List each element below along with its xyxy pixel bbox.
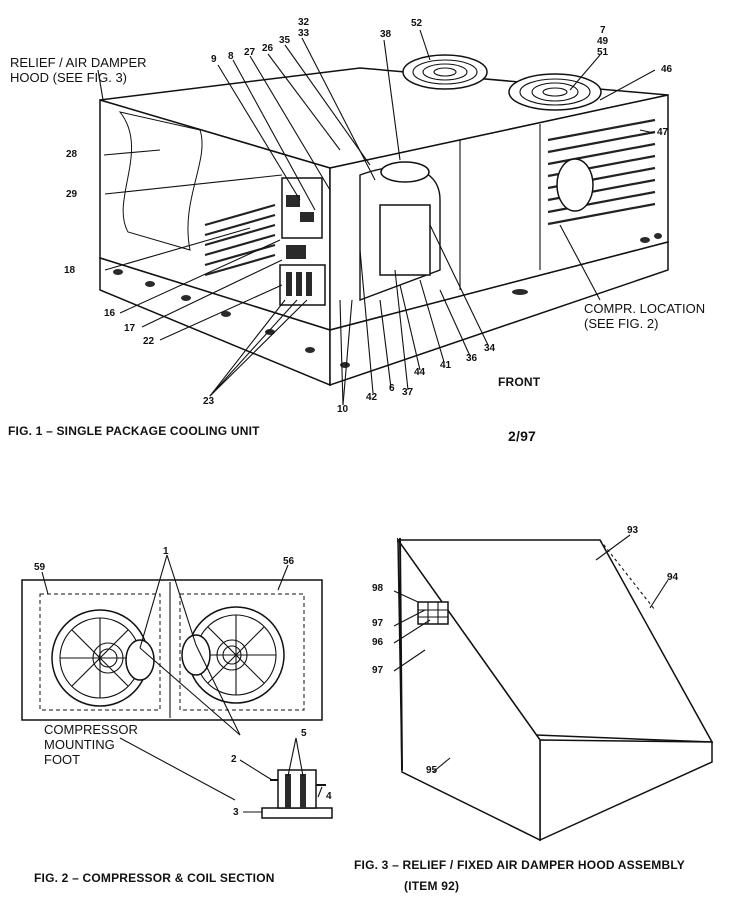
fig3-caption-line2: (ITEM 92) xyxy=(404,879,460,893)
callout-36: 36 xyxy=(466,353,478,364)
callout-49: 49 xyxy=(597,36,609,47)
relief-hood-note-line2: HOOD (SEE FIG. 3) xyxy=(10,70,128,85)
revision-date: 2/97 xyxy=(508,428,537,444)
callout-33: 33 xyxy=(298,28,310,39)
front-label: FRONT xyxy=(498,375,541,389)
callout-4: 4 xyxy=(326,791,332,802)
callout-29: 29 xyxy=(66,189,78,200)
callout-7: 7 xyxy=(600,25,606,36)
hood-front-lip xyxy=(539,739,713,842)
fig2-leader-lines xyxy=(41,554,323,813)
damper-blades xyxy=(417,601,449,625)
callout-93: 93 xyxy=(627,525,639,536)
callout-27: 27 xyxy=(244,47,256,58)
callout-3: 3 xyxy=(233,807,239,818)
callout-8: 8 xyxy=(228,51,234,62)
callout-59: 59 xyxy=(34,562,46,573)
callout-2: 2 xyxy=(231,754,237,765)
compressor-mounting-foot xyxy=(261,769,333,819)
fig1-leader-lines xyxy=(97,29,656,406)
callout-22: 22 xyxy=(143,336,155,347)
callout-26: 26 xyxy=(262,43,274,54)
callout-18: 18 xyxy=(64,265,76,276)
callout-35: 35 xyxy=(279,35,291,46)
callout-44: 44 xyxy=(414,367,426,378)
fig2-drawing xyxy=(21,554,333,819)
mounting-foot-line1: COMPRESSOR xyxy=(44,722,138,737)
unit-base-front xyxy=(329,241,669,387)
callout-94: 94 xyxy=(667,572,679,583)
callout-37: 37 xyxy=(402,387,414,398)
fig2-caption: FIG. 2 – COMPRESSOR & COIL SECTION xyxy=(34,871,275,885)
fig1-caption: FIG. 1 – SINGLE PACKAGE COOLING UNIT xyxy=(8,424,260,438)
fig1-unit-drawing xyxy=(97,29,669,406)
compressor-location-note: COMPR. LOCATION (SEE FIG. 2) xyxy=(584,301,705,331)
compressor-location-line1: COMPR. LOCATION xyxy=(584,301,706,316)
mounting-foot-line2: MOUNTING xyxy=(44,737,115,752)
callout-56: 56 xyxy=(283,556,295,567)
callout-28: 28 xyxy=(66,149,78,160)
callout-96: 96 xyxy=(372,637,384,648)
base-rail-holes xyxy=(113,233,662,368)
callout-1: 1 xyxy=(163,546,169,557)
callout-23: 23 xyxy=(203,396,215,407)
condenser-fan-grille-2 xyxy=(508,73,602,111)
evaporator-coil xyxy=(204,203,276,277)
callout-32: 32 xyxy=(298,17,310,28)
condenser-coil xyxy=(547,118,656,226)
fig3-leader-lines xyxy=(393,534,669,773)
relief-hood-note: RELIEF / AIR DAMPER HOOD (SEE FIG. 3) xyxy=(10,55,147,85)
callout-16: 16 xyxy=(104,308,116,319)
callout-5: 5 xyxy=(301,728,307,739)
mounting-foot-note: COMPRESSOR MOUNTING FOOT xyxy=(44,722,138,767)
callout-42: 42 xyxy=(366,392,378,403)
callout-34: 34 xyxy=(484,343,496,354)
compressor-location-line2: (SEE FIG. 2) xyxy=(584,316,659,331)
callout-98: 98 xyxy=(372,583,384,594)
callout-38: 38 xyxy=(380,29,392,40)
condenser-fan-grille-1 xyxy=(402,54,488,90)
callout-41: 41 xyxy=(440,360,452,371)
relief-hood-note-line1: RELIEF / AIR DAMPER xyxy=(10,55,147,70)
callout-10: 10 xyxy=(337,404,349,415)
callout-52: 52 xyxy=(411,18,423,29)
callout-6: 6 xyxy=(389,383,395,394)
callout-17: 17 xyxy=(124,323,136,334)
callout-95: 95 xyxy=(426,765,438,776)
callout-97-lower: 97 xyxy=(372,665,384,676)
callout-51: 51 xyxy=(597,47,609,58)
callout-9: 9 xyxy=(211,54,217,65)
callout-97: 97 xyxy=(372,618,384,629)
mounting-foot-line3: FOOT xyxy=(44,752,81,767)
fig3-caption-line1: FIG. 3 – RELIEF / FIXED AIR DAMPER HOOD … xyxy=(354,858,685,872)
fig3-drawing xyxy=(393,534,714,842)
callout-47: 47 xyxy=(657,127,669,138)
callout-46: 46 xyxy=(661,64,673,75)
